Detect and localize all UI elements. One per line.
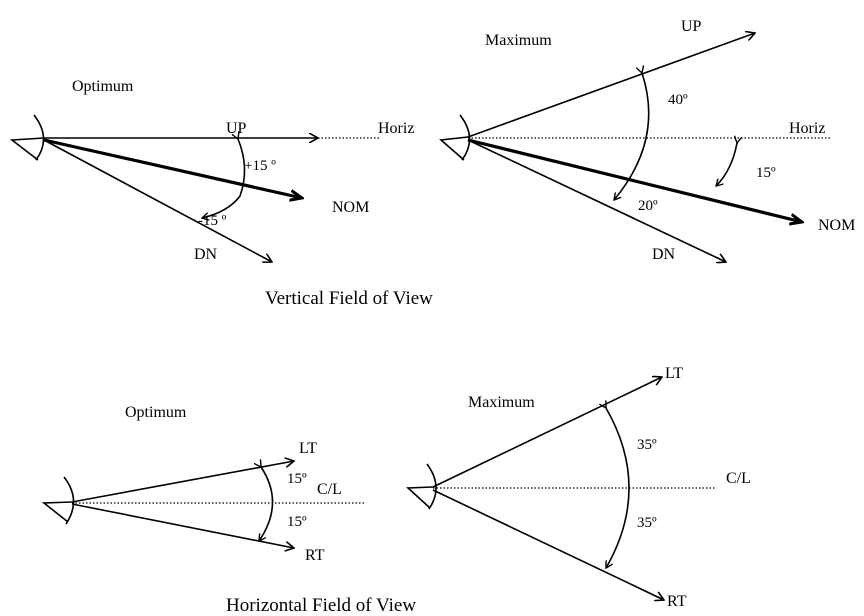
- angle-arc: [259, 467, 274, 541]
- up-line: [467, 33, 755, 138]
- horizontal-optimum-diagram: Optimum LT C/L RT 15º 15º: [41, 404, 364, 564]
- vertical-title: Vertical Field of View: [265, 288, 433, 309]
- up-label: UP: [681, 18, 702, 35]
- nom-label: NOM: [818, 217, 855, 234]
- angle-up-label: +15 º: [244, 158, 276, 174]
- angle-rt-label: 15º: [287, 514, 307, 530]
- horizontal-maximum-heading: Maximum: [468, 394, 535, 411]
- dn-label: DN: [652, 246, 676, 263]
- angle-arc: [202, 139, 246, 218]
- horizontal-optimum-heading: Optimum: [125, 404, 187, 421]
- dn-line: [43, 139, 272, 262]
- angle-down-label: -15 º: [198, 213, 227, 229]
- lt-line: [432, 377, 662, 488]
- cl-label: C/L: [726, 470, 751, 487]
- vertical-optimum-diagram: Optimum UP Horiz NOM DN +15 º -15 º: [9, 78, 414, 263]
- vertical-optimum-heading: Optimum: [72, 78, 134, 95]
- rt-label: RT: [305, 547, 325, 564]
- eye-icon: [439, 114, 471, 161]
- angle-down-label: 20º: [638, 198, 658, 214]
- nom-line: [467, 138, 802, 222]
- angle-lt-label: 35º: [637, 437, 657, 453]
- lt-label: LT: [299, 440, 317, 457]
- horizontal-maximum-diagram: Maximum LT C/L RT 35º 35º: [406, 365, 751, 610]
- eye-icon: [406, 463, 437, 510]
- eye-icon: [9, 114, 45, 161]
- up-label: UP: [226, 120, 247, 137]
- lt-line: [71, 461, 294, 503]
- angle-up-label: 40º: [668, 92, 688, 108]
- nom-label: NOM: [332, 199, 369, 216]
- rt-line: [71, 503, 294, 548]
- horiz-label: Horiz: [378, 120, 414, 137]
- eye-icon: [41, 476, 75, 525]
- rt-label: RT: [667, 593, 687, 610]
- vertical-maximum-heading: Maximum: [485, 32, 552, 49]
- angle-rt-label: 35º: [637, 515, 657, 531]
- angle-arc-nom: [716, 143, 737, 186]
- angle-arc-up-down: [614, 73, 650, 200]
- vertical-maximum-diagram: Maximum UP Horiz NOM DN 40º 20º 15º: [439, 18, 855, 263]
- horizontal-title: Horizontal Field of View: [226, 595, 416, 616]
- angle-arc: [606, 408, 630, 568]
- lt-label: LT: [665, 365, 683, 382]
- nom-line: [43, 138, 302, 198]
- horiz-label: Horiz: [789, 120, 825, 137]
- angle-nom-label: 15º: [756, 165, 776, 181]
- dn-line: [467, 139, 726, 262]
- rt-line: [432, 489, 664, 600]
- dn-label: DN: [194, 246, 218, 263]
- cl-label: C/L: [317, 481, 342, 498]
- angle-lt-label: 15º: [287, 471, 307, 487]
